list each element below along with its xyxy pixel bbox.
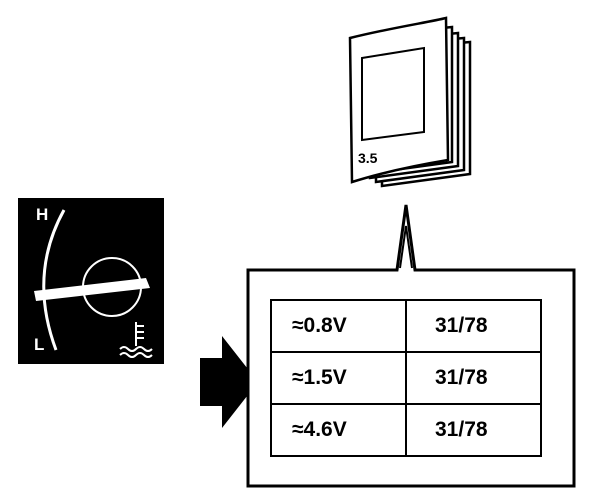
callout-pointer-inner	[399, 225, 413, 269]
voltage-cell: ≈0.8V	[270, 299, 407, 353]
voltage-code-table: ≈0.8V 31/78 ≈1.5V 31/78 ≈4.6V 31/78	[270, 299, 542, 457]
arrow-right-icon	[200, 336, 258, 428]
table-row: ≈0.8V 31/78	[270, 299, 542, 353]
manual-book-icon: 3.5	[348, 16, 472, 188]
temperature-gauge: H L	[18, 198, 164, 364]
code-cell: 31/78	[405, 403, 542, 457]
coolant-temperature-icon	[119, 322, 153, 358]
manual-page-label: 3.5	[358, 150, 378, 166]
table-row: ≈1.5V 31/78	[270, 351, 542, 405]
gauge-high-label: H	[36, 205, 48, 224]
table-row: ≈4.6V 31/78	[270, 403, 542, 457]
code-cell: 31/78	[405, 351, 542, 405]
code-cell: 31/78	[405, 299, 542, 353]
voltage-cell: ≈4.6V	[270, 403, 407, 457]
gauge-scale-arc	[42, 209, 66, 351]
gauge-low-label: L	[34, 335, 44, 354]
voltage-cell: ≈1.5V	[270, 351, 407, 405]
gauge-needle	[34, 278, 150, 301]
